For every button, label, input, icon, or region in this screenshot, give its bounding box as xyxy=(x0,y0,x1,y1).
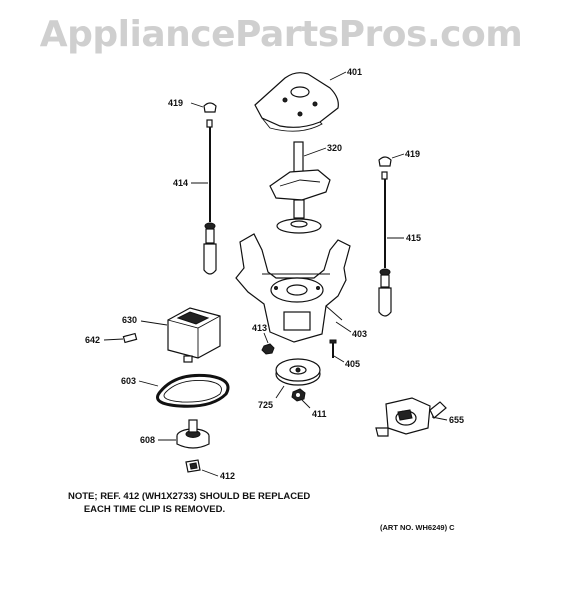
label-630: 630 xyxy=(122,315,137,325)
leader-411 xyxy=(301,399,311,409)
note-line-2: EACH TIME CLIP IS REMOVED. xyxy=(68,504,226,515)
part-608-hub[interactable] xyxy=(176,419,210,449)
replacement-note: NOTE; REF. 412 (WH1X2733) SHOULD BE REPL… xyxy=(68,490,310,516)
part-725-pulley[interactable] xyxy=(275,358,321,386)
label-414: 414 xyxy=(173,178,188,188)
part-419-cap-left[interactable] xyxy=(203,102,217,113)
label-642: 642 xyxy=(85,335,100,345)
leader-403 xyxy=(335,321,352,333)
part-415-suspension-rod[interactable] xyxy=(378,171,392,317)
label-413: 413 xyxy=(252,323,267,333)
leader-725 xyxy=(275,385,285,399)
label-401: 401 xyxy=(347,67,362,77)
label-419-left: 419 xyxy=(168,98,183,108)
part-655-pump[interactable] xyxy=(375,397,447,437)
leader-655 xyxy=(431,416,448,421)
label-411: 411 xyxy=(312,409,327,419)
label-655: 655 xyxy=(449,415,464,425)
part-412-clip[interactable] xyxy=(185,459,201,473)
watermark-logo: AppliancePartsPros.com xyxy=(39,14,523,55)
leader-419-left xyxy=(190,102,204,108)
part-405-screw[interactable] xyxy=(329,339,337,358)
leader-630 xyxy=(140,320,168,326)
part-403-platform[interactable] xyxy=(235,233,351,343)
leader-320 xyxy=(303,147,327,157)
label-412: 412 xyxy=(220,471,235,481)
part-642-clip[interactable] xyxy=(122,332,138,344)
leader-405 xyxy=(333,355,345,363)
part-630-motor[interactable] xyxy=(167,307,221,363)
part-603-belt[interactable] xyxy=(156,373,230,408)
label-603: 603 xyxy=(121,376,136,386)
part-419-cap-right[interactable] xyxy=(378,156,392,167)
leader-603 xyxy=(138,380,159,387)
leader-401 xyxy=(329,71,347,81)
art-number: (ART NO. WH6249) C xyxy=(380,523,455,532)
part-320-transmission[interactable] xyxy=(269,141,331,234)
leader-413 xyxy=(263,332,269,344)
label-608: 608 xyxy=(140,435,155,445)
leader-412 xyxy=(201,469,219,477)
label-415: 415 xyxy=(406,233,421,243)
part-413-nut[interactable] xyxy=(261,343,275,355)
leader-642 xyxy=(103,338,124,341)
label-419-right: 419 xyxy=(405,149,420,159)
label-403: 403 xyxy=(352,329,367,339)
label-320: 320 xyxy=(327,143,342,153)
note-line-1: NOTE; REF. 412 (WH1X2733) SHOULD BE REPL… xyxy=(68,491,311,502)
label-725: 725 xyxy=(258,400,273,410)
part-401-cover[interactable] xyxy=(254,72,339,132)
part-414-suspension-rod[interactable] xyxy=(203,119,217,275)
leader-419-right xyxy=(391,153,405,159)
part-411-nut[interactable] xyxy=(291,388,306,402)
label-405: 405 xyxy=(345,359,360,369)
